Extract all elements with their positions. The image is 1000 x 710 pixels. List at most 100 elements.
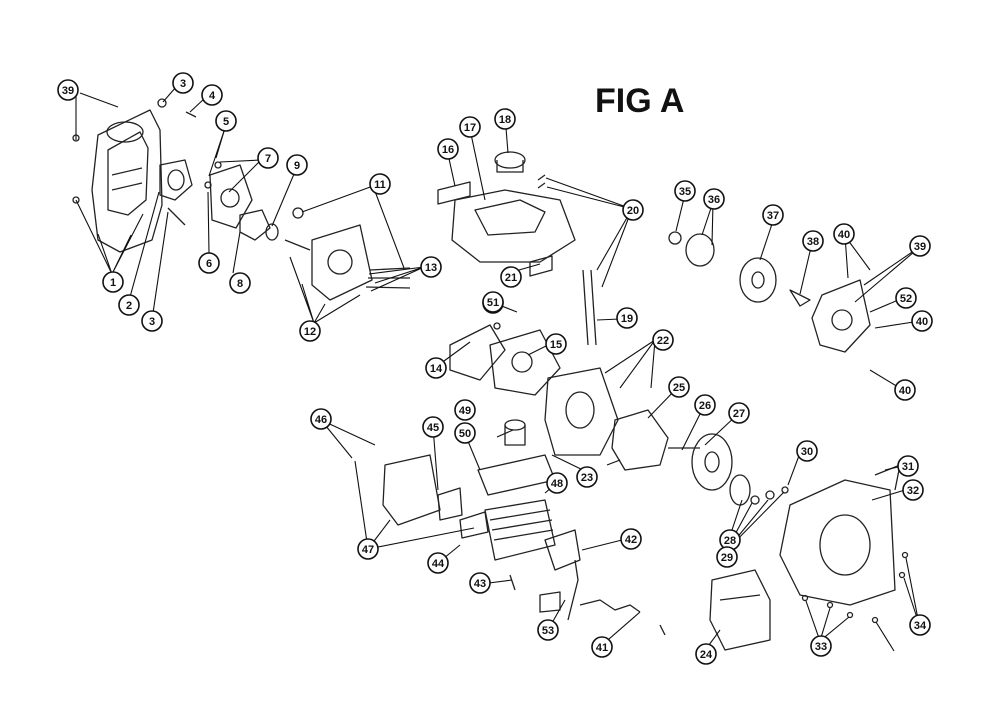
callout-number: 5: [223, 116, 229, 128]
callout-number: 52: [900, 293, 912, 305]
callout-circle: [894, 379, 916, 401]
callout-circle: [703, 188, 725, 210]
callout-8: 8: [229, 272, 251, 294]
callout-37: 37: [762, 204, 784, 226]
callout-number: 3: [149, 316, 155, 328]
callout-circle: [668, 376, 690, 398]
callout-22: 22: [652, 329, 674, 351]
callout-12: 12: [299, 320, 321, 342]
callout-3: 3: [141, 310, 163, 332]
callout-number: 39: [914, 241, 926, 253]
callout-17: 17: [459, 116, 481, 138]
callout-23: 23: [576, 466, 598, 488]
callout-35: 35: [674, 180, 696, 202]
callout-29: 29: [716, 546, 738, 568]
callout-number: 32: [907, 485, 919, 497]
callout-number: 47: [362, 544, 374, 556]
callout-2: 2: [118, 294, 140, 316]
callout-number: 40: [899, 385, 911, 397]
callout-circle: [229, 272, 251, 294]
callout-circle: [802, 230, 824, 252]
callout-14: 14: [425, 357, 447, 379]
callout-24: 24: [695, 643, 717, 665]
crankcase-part: [544, 367, 619, 456]
cylinder-gasket-part: [449, 322, 561, 396]
callout-circle: [833, 223, 855, 245]
callout-32: 32: [902, 479, 924, 501]
callout-33: 33: [810, 635, 832, 657]
callout-circle: [545, 333, 567, 355]
callout-16: 16: [437, 138, 459, 160]
callout-number: 11: [374, 179, 386, 191]
left-housing-part: [91, 109, 163, 253]
callout-28: 28: [719, 529, 741, 551]
callout-number: 7: [265, 153, 271, 165]
starter-assembly-part: [668, 231, 871, 353]
callout-number: 24: [700, 649, 713, 661]
small-washers-part: [750, 486, 789, 505]
callout-circle: [369, 173, 391, 195]
washers-part: [72, 98, 197, 204]
callout-circle: [422, 416, 444, 438]
callout-circle: [57, 79, 79, 101]
callout-44: 44: [427, 552, 449, 574]
figure-title: FIG A: [595, 82, 684, 120]
gasket-plate-part: [159, 159, 193, 226]
callout-53: 53: [537, 619, 559, 641]
callout-number: 9: [294, 160, 300, 172]
callout-number: 21: [505, 272, 517, 284]
callout-43: 43: [469, 572, 491, 594]
carburetor-block-part: [284, 207, 411, 301]
right-housing-part: [779, 464, 901, 606]
bearing-part: [729, 474, 751, 506]
callout-circle: [357, 538, 379, 560]
callout-number: 19: [621, 313, 633, 325]
callout-42: 42: [620, 528, 642, 550]
callout-number: 27: [733, 408, 745, 420]
callout-number: 40: [916, 316, 928, 328]
callout-number: 25: [673, 382, 685, 394]
callout-number: 23: [581, 472, 593, 484]
callout-number: 26: [699, 400, 711, 412]
callout-circle: [537, 619, 559, 641]
callout-number: 49: [459, 405, 471, 417]
top-cover-part: [437, 151, 576, 277]
callout-1: 1: [102, 271, 124, 293]
callout-circle: [172, 72, 194, 94]
callout-circle: [695, 643, 717, 665]
callout-18: 18: [494, 108, 516, 130]
callout-circle: [425, 357, 447, 379]
washer-9-part: [265, 223, 279, 241]
callout-circle: [591, 636, 613, 658]
callout-circle: [482, 291, 504, 313]
callout-number: 22: [657, 335, 669, 347]
callout-circle: [909, 235, 931, 257]
plate-assembly-part: [204, 161, 253, 229]
callout-27: 27: [728, 402, 750, 424]
callout-41: 41: [591, 636, 613, 658]
callout-13: 13: [420, 256, 442, 278]
callout-circle: [546, 472, 568, 494]
callout-46: 46: [310, 408, 332, 430]
callout-circle: [911, 310, 933, 332]
callout-circle: [500, 266, 522, 288]
callout-circle: [299, 320, 321, 342]
callout-circle: [810, 635, 832, 657]
callout-number: 46: [315, 414, 327, 426]
callout-number: 40: [838, 229, 850, 241]
callout-number: 1: [110, 277, 116, 289]
callout-circle: [694, 394, 716, 416]
callout-number: 44: [432, 558, 445, 570]
callout-number: 8: [237, 278, 243, 290]
callout-26: 26: [694, 394, 716, 416]
callout-39: 39: [57, 79, 79, 101]
gear-part: [239, 209, 271, 241]
callout-number: 53: [542, 625, 554, 637]
callout-circle: [437, 138, 459, 160]
callout-31: 31: [897, 455, 919, 477]
callout-7: 7: [257, 147, 279, 169]
callout-number: 35: [679, 186, 691, 198]
callout-40: 40: [911, 310, 933, 332]
callout-number: 34: [914, 620, 927, 632]
